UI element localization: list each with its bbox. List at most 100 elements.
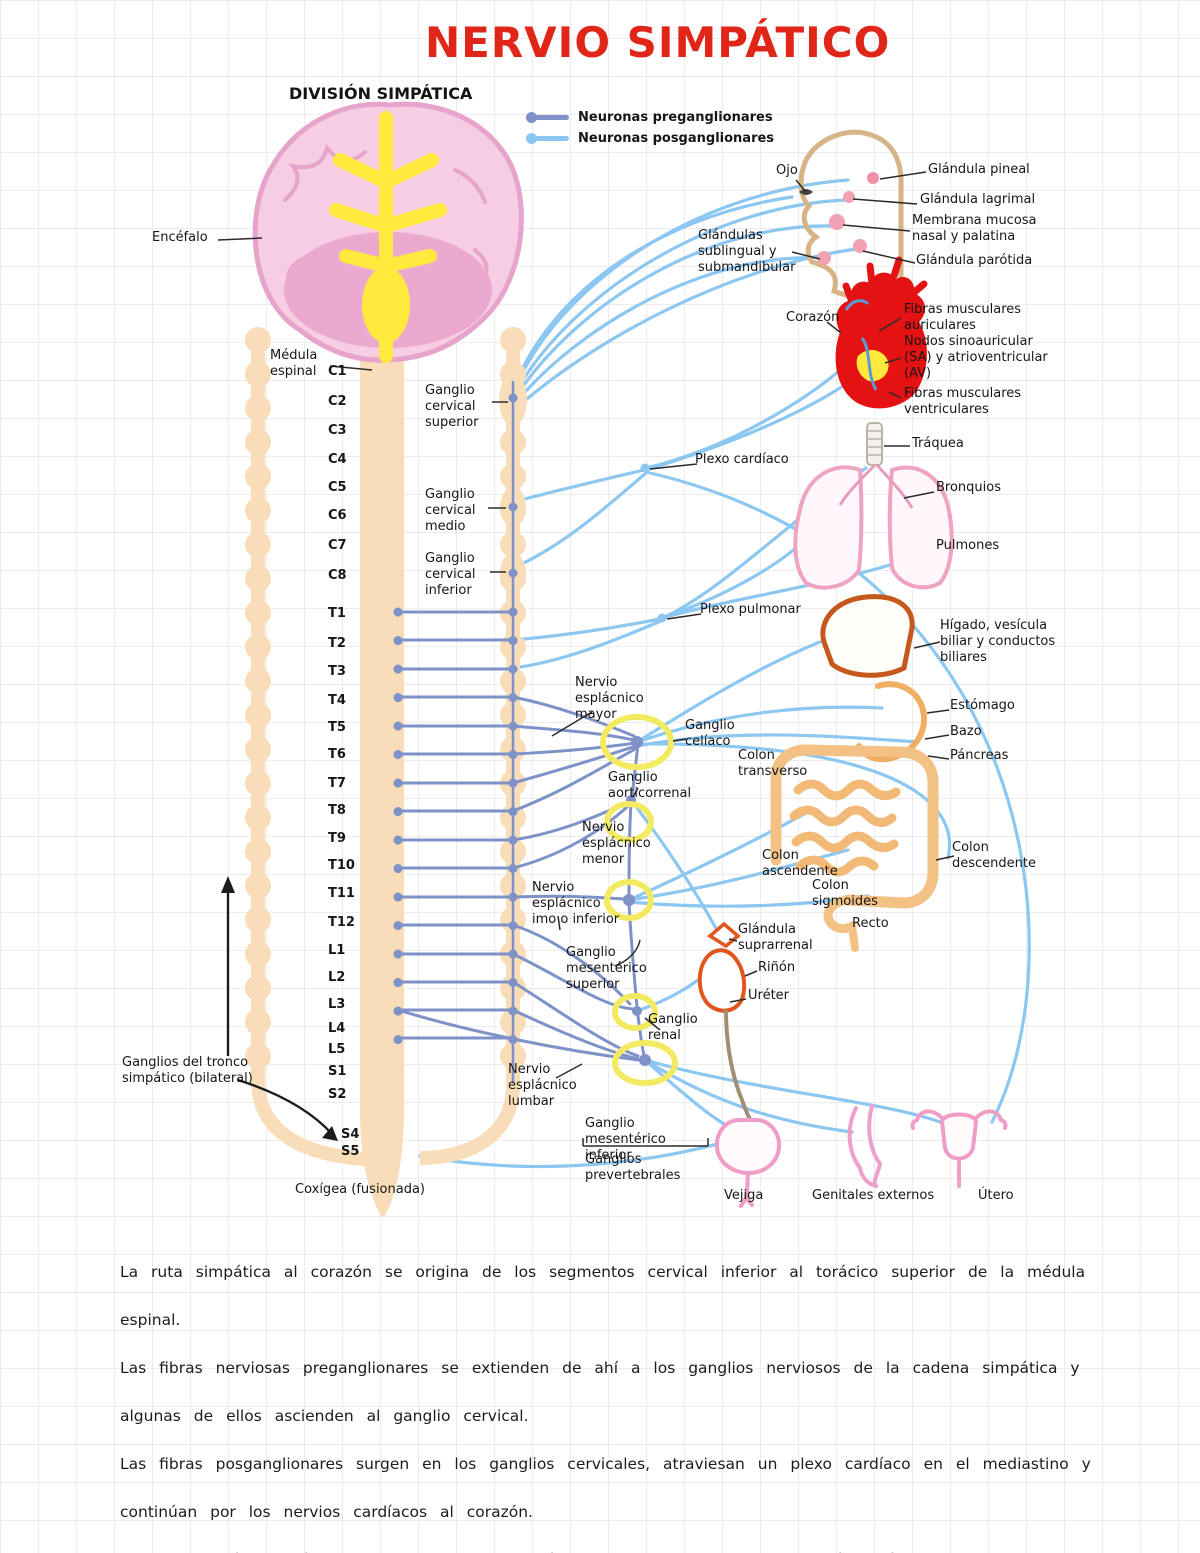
label-fibras-ventriculares: Fibras musculares ventriculares [904, 386, 1022, 417]
label-glandula-suprarrenal: Glándula suprarrenal [738, 922, 813, 953]
segment-s1: S1 [328, 1064, 347, 1079]
label-pancreas: Páncreas [950, 748, 1009, 763]
segment-t5: T5 [328, 720, 346, 735]
label-encefalo: Encéfalo [152, 230, 208, 245]
genitals-illustration [847, 1104, 882, 1188]
segment-l3: L3 [328, 997, 346, 1012]
label-plexo-pulmonar: Plexo pulmonar [700, 602, 801, 617]
segment-t1: T1 [328, 606, 346, 621]
label-bazo: Bazo [950, 724, 982, 739]
segment-t7: T7 [328, 776, 346, 791]
leader-lines [217, 171, 955, 1147]
label-ojo: Ojo [776, 163, 798, 178]
segment-l2: L2 [328, 970, 346, 985]
note-paragraph: Las fibras nerviosas preganglionares se … [120, 1359, 1080, 1425]
liver-illustration [820, 594, 915, 678]
kidney-illustration [697, 921, 756, 1128]
label-nervio-esplacnico-lumbar: Nervio esplácnico lumbar [508, 1062, 577, 1109]
label-ganglio-aorticorrenal: Ganglio aorticorrenal [608, 770, 692, 801]
chain-arrows [221, 876, 338, 1141]
segment-l1: L1 [328, 943, 346, 958]
handwritten-notes: La ruta simpática al corazón se origina … [120, 1248, 1095, 1553]
legend-item-preganglionic: Neuronas preganglionares [526, 110, 774, 125]
segment-l4: L4 [328, 1021, 346, 1036]
segment-t3: T3 [328, 664, 346, 679]
label-genitales-externos: Genitales externos [812, 1188, 935, 1203]
digestive-illustration [770, 681, 939, 952]
label-glandula-parotida: Glándula parótida [916, 253, 1033, 268]
label-colon-transverso: Colon transverso [738, 748, 808, 779]
label-higado: Hígado, vesícula biliar y conductos bili… [940, 618, 1056, 665]
segment-c8: C8 [328, 568, 347, 583]
segment-t10: T10 [328, 858, 355, 873]
label-fibras-auriculares: Fibras musculares auriculares [904, 302, 1022, 333]
diagram-subtitle: DIVISIÓN SIMPÁTICA [289, 84, 473, 103]
segment-t2: T2 [328, 636, 346, 651]
segment-s5: S5 [341, 1144, 360, 1159]
segment-s4: S4 [341, 1127, 360, 1142]
note-paragraph: Las fibras posganglionares surgen en los… [120, 1455, 1091, 1521]
segment-c3: C3 [328, 423, 347, 438]
segment-c7: C7 [328, 538, 347, 553]
label-ganglio-cervical-medio: Ganglio cervical medio [425, 487, 476, 534]
label-colon-ascendente: Colon ascendente [762, 848, 838, 879]
label-ureter: Uréter [748, 988, 790, 1003]
label-coxigea: Coxígea (fusionada) [295, 1182, 426, 1197]
heart-illustration [835, 256, 928, 409]
label-utero: Útero [978, 1188, 1014, 1203]
postganglionic-line-swatch [526, 133, 569, 144]
label-plexo-cardiaco: Plexo cardíaco [695, 452, 789, 467]
legend-item-postganglionic: Neuronas posganglionares [526, 131, 775, 146]
uterus-illustration [910, 1109, 1008, 1188]
preganglionic-fibers [393, 380, 651, 1084]
label-ganglio-renal: Ganglio renal [648, 1012, 698, 1043]
segment-c5: C5 [328, 480, 347, 495]
ganglion-highlights [600, 714, 678, 1086]
label-colon-sigmoides: Colon sigmoides [812, 878, 878, 909]
label-pulmones: Pulmones [936, 538, 1000, 553]
segment-c4: C4 [328, 452, 347, 467]
label-nervio-esplacnico-menor: Nervio esplácnico menor [582, 820, 651, 867]
spinal-cord-illustration [245, 308, 527, 1218]
segment-c6: C6 [328, 508, 347, 523]
label-ganglios-tronco-simpatico: Ganglios del tronco simpático (bilateral… [122, 1055, 253, 1086]
label-recto: Recto [852, 916, 889, 931]
label-nodos: Nodos sinoauricular (SA) y atrioventricu… [904, 334, 1048, 381]
legend-label: Neuronas preganglionares [578, 110, 773, 125]
label-bronquios: Bronquios [936, 480, 1001, 495]
segment-c1: C1 [328, 364, 347, 379]
brain-illustration [252, 101, 524, 363]
label-ganglio-celiaco: Ganglio celíaco [685, 718, 735, 749]
legend-label: Neuronas posganglionares [578, 131, 775, 146]
label-glandulas-sublingual: Glándulas sublingual y submandibular [698, 228, 796, 275]
segment-s2: S2 [328, 1087, 347, 1102]
segment-t9: T9 [328, 831, 346, 846]
label-nervio-esplacnico-mayor: Nervio esplácnico mayor [575, 675, 644, 722]
segment-t4: T4 [328, 693, 346, 708]
label-vejiga: Vejiga [724, 1188, 764, 1203]
label-ganglio-mesenterico-inferior: Ganglio mesentérico inferior [585, 1116, 666, 1163]
label-colon-descendente: Colon descendente [952, 840, 1036, 871]
note-paragraph: La ruta simpática al corazón se origina … [120, 1263, 1086, 1329]
label-nervio-esplacnico-imo: Nervio esplácnico imo o inferior [532, 880, 620, 927]
label-glandula-lagrimal: Glándula lagrimal [920, 192, 1036, 207]
label-ganglio-cervical-superior: Ganglio cervical superior [425, 383, 479, 430]
legend: Neuronas preganglionares Neuronas posgan… [526, 110, 775, 152]
label-ganglios-prevertebrales: Ganglios prevertebrales [585, 1152, 681, 1183]
label-estomago: Estómago [950, 698, 1015, 713]
head-illustration [798, 129, 904, 301]
segment-t11: T11 [328, 886, 355, 901]
label-rinon: Riñón [758, 960, 796, 975]
preganglionic-line-swatch [526, 112, 569, 123]
page-title: NERVIO SIMPÁTICO [425, 18, 891, 67]
label-medula-espinal: Médula espinal [270, 348, 318, 379]
label-ganglio-mesenterico-superior: Ganglio mesentérico superior [566, 945, 647, 992]
label-traquea: Tráquea [912, 436, 964, 451]
segment-t12: T12 [328, 915, 355, 930]
label-ganglio-cervical-inferior: Ganglio cervical inferior [425, 551, 476, 598]
segment-t6: T6 [328, 747, 346, 762]
segment-l5: L5 [328, 1042, 346, 1057]
label-glandula-pineal: Glándula pineal [928, 162, 1030, 177]
